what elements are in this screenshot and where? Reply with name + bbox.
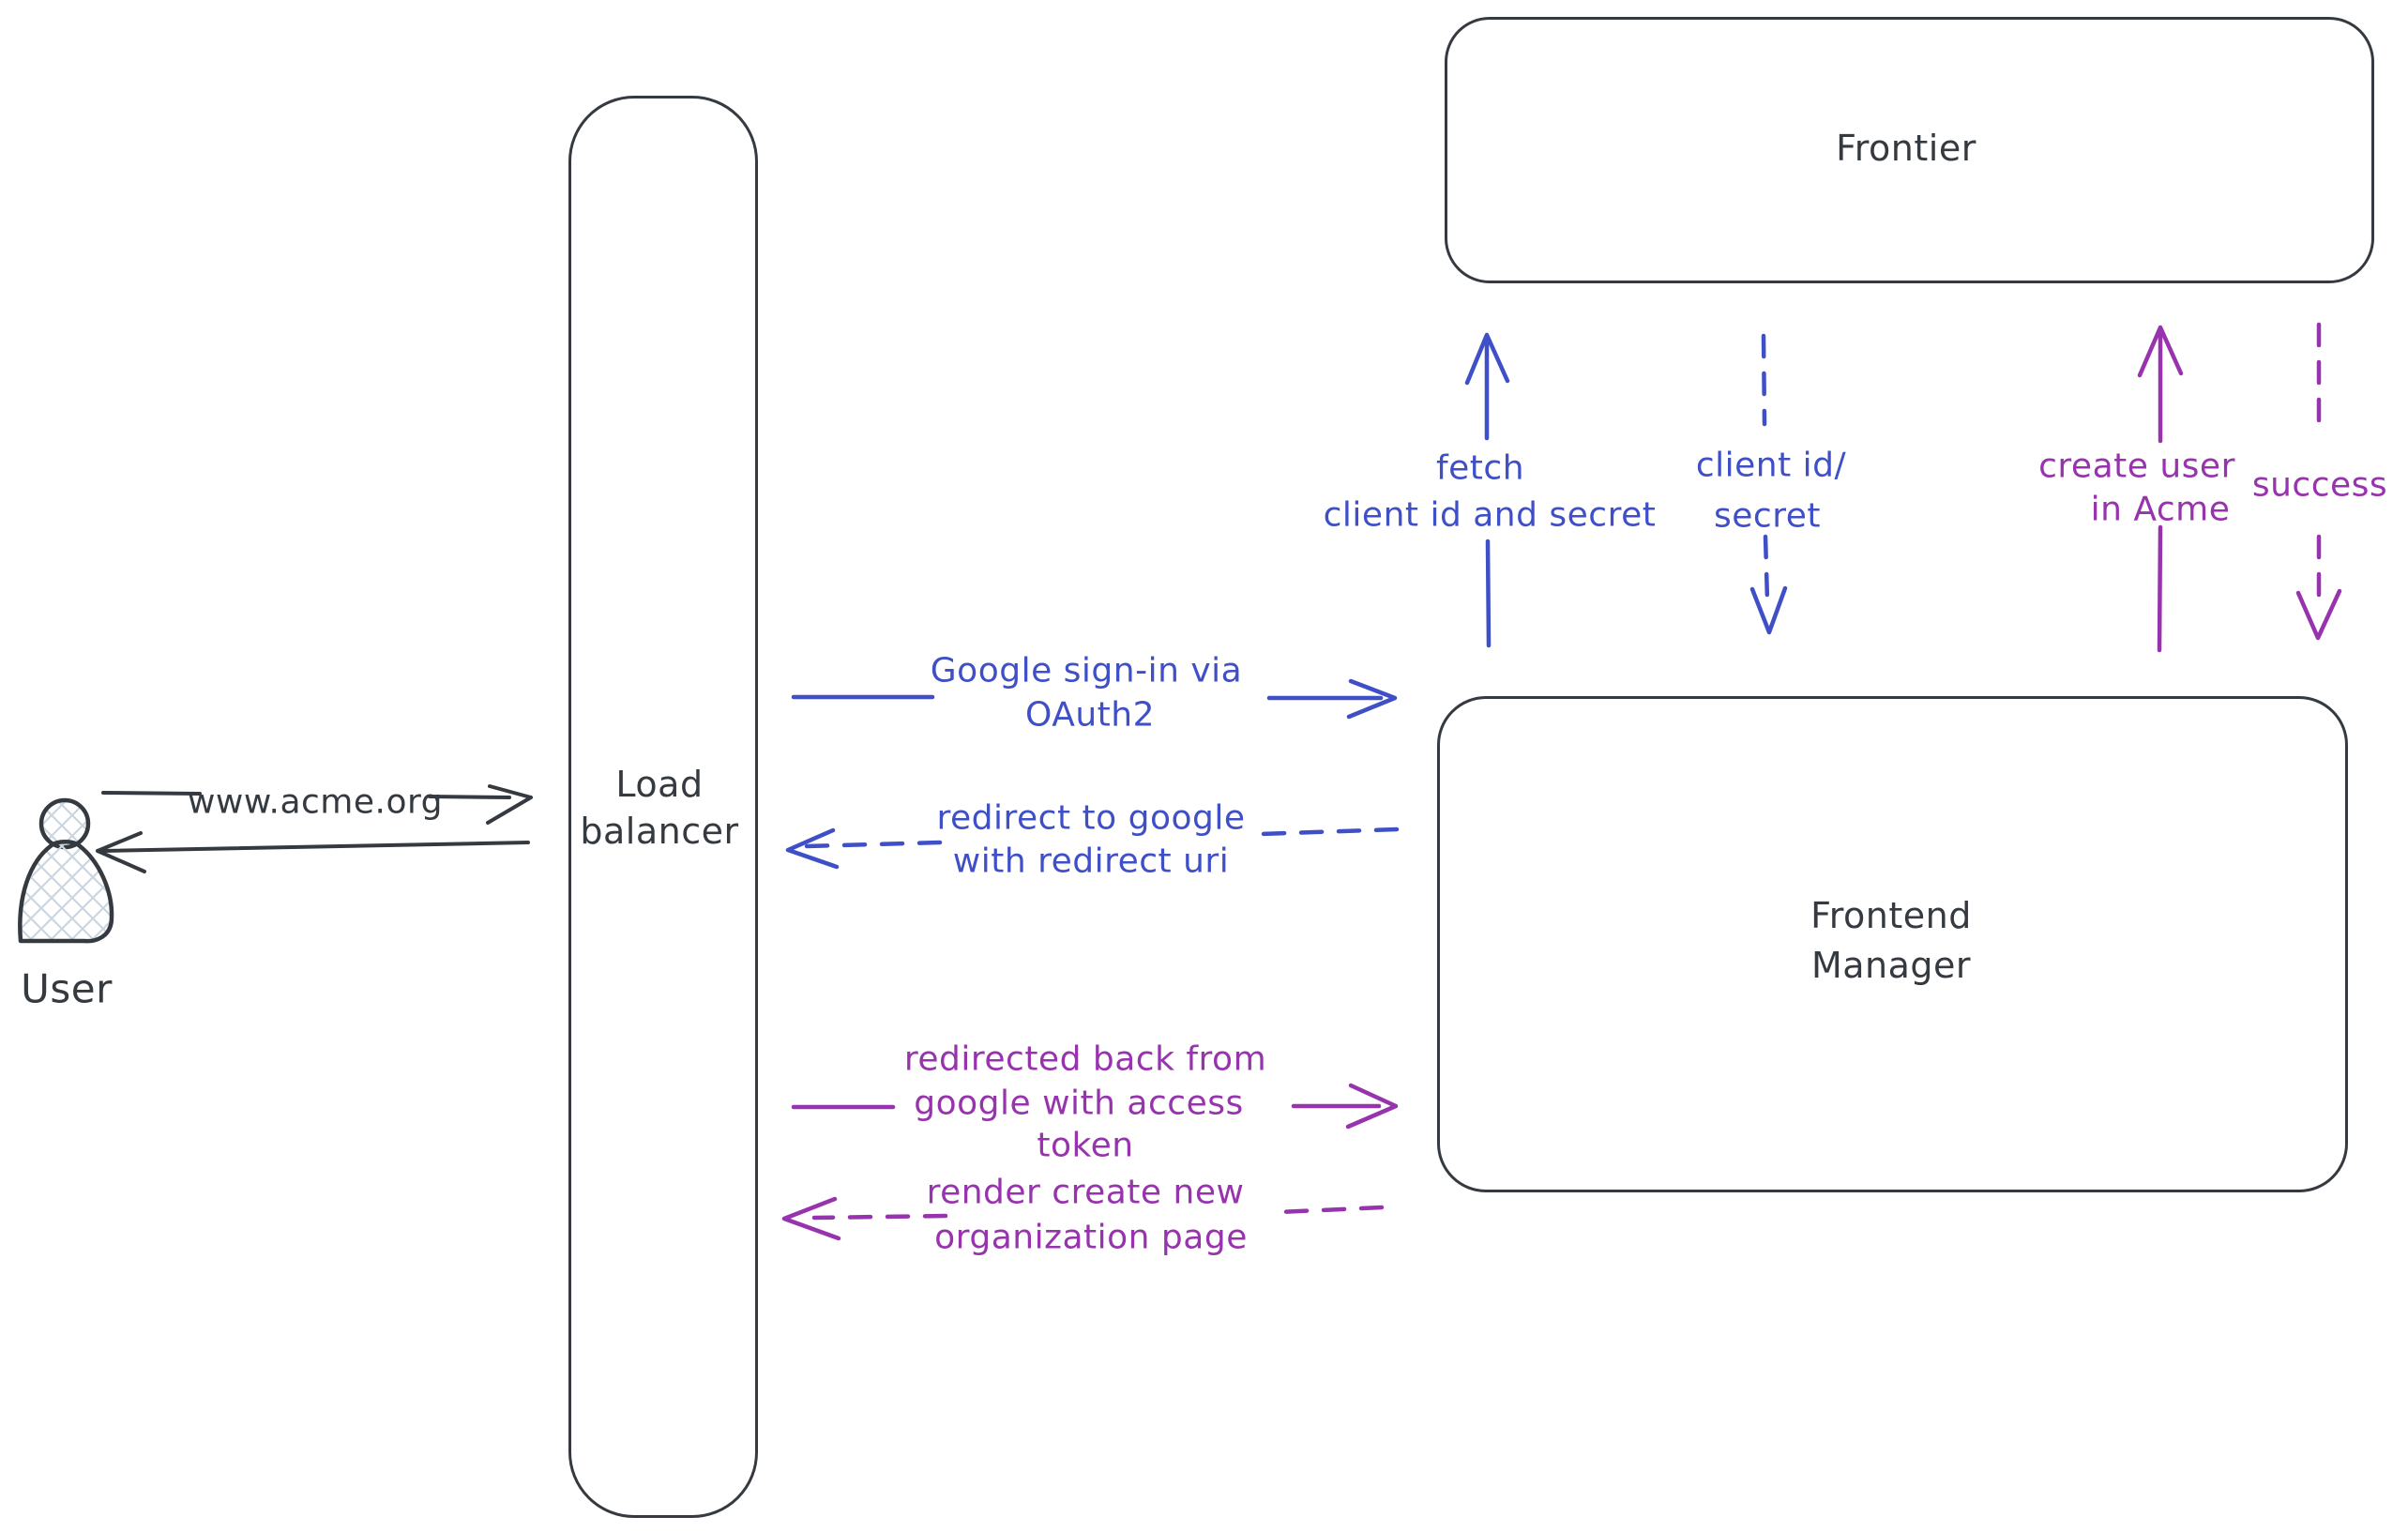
user-label: User [21,965,113,1012]
load-balancer-label-line1: Load [615,764,704,805]
edge-label-render-org-page-line2: organization page [934,1218,1248,1257]
user-figure [18,797,114,944]
edge-label-render-org-page-line1: render create new [926,1173,1245,1212]
edge-label-google-signin-line2: OAuth2 [1025,695,1155,735]
arrow-www-acme [101,784,533,825]
arrow-render-org-page [781,1196,1385,1241]
edge-label-google-signin-line1: Google sign-in via [930,651,1243,690]
node-load-balancer [568,96,758,1518]
frontend-manager-label-line2: Manager [1810,945,1972,986]
frontier-label: Frontier [1836,128,1976,169]
node-frontier [1445,17,2374,283]
arrow-redirect-google [785,827,1400,870]
edge-label-redirected-back-line2: google with access [914,1084,1244,1123]
arrow-fetch-client [1464,332,1510,648]
edge-label-create-user-line2: in Acme [2090,490,2231,529]
edge-label-client-id-secret-line2: secret [1714,496,1821,536]
arrow-create-user [2137,325,2184,653]
arrow-client-id-secret [1749,333,1788,635]
load-balancer-label-line2: balancer [580,811,739,852]
user-body [18,840,114,944]
edge-label-success: success [2251,465,2388,505]
arrow-lb-response [96,831,530,873]
edge-label-create-user-line1: create user [2038,447,2235,486]
edge-label-fetch-client-line1: fetch [1435,448,1525,488]
edge-label-www-acme: www.acme.org [187,782,444,822]
edge-label-redirected-back-line3: token [1037,1126,1134,1165]
edge-label-redirect-google-line1: redirect to google [936,798,1246,838]
arrow-redirected-back [791,1083,1399,1130]
edge-label-redirect-google-line2: with redirect uri [952,842,1230,881]
edge-label-redirected-back-line1: redirected back from [903,1039,1267,1079]
node-frontend-manager [1437,696,2348,1192]
edge-label-client-id-secret-line1: client id/ [1695,446,1847,485]
arrow-google-signin [791,678,1398,720]
frontend-manager-label-line1: Frontend [1810,895,1972,936]
edge-label-fetch-client-line2: client id and secret [1323,495,1657,535]
arrow-success [2295,322,2342,641]
